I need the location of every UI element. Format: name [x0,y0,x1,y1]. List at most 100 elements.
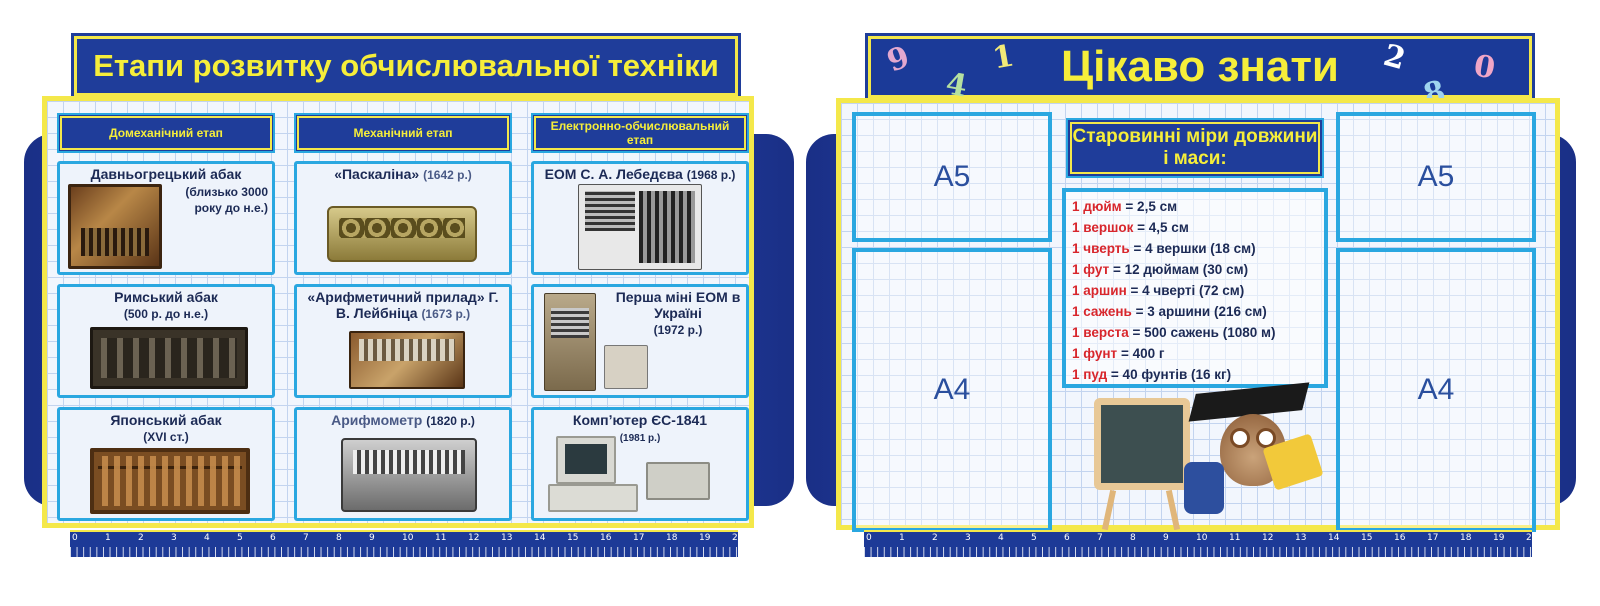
ruler-number: 6 [270,533,276,543]
card-arithmometer: Арифмометр (1820 р.) [294,407,512,521]
ruler-number: 4 [998,533,1004,543]
ruler-number: 10 [1196,533,1208,543]
ruler-number: 11 [435,533,447,543]
measure-row: 1 аршин = 4 чверті (72 см) [1072,283,1245,298]
owl-illustration [1180,382,1330,530]
frame-a4-left: А4 [852,248,1052,532]
ruler-number: 2 [138,533,144,543]
ruler-number: 15 [567,533,579,543]
card-date: (1673 р.) [421,307,471,321]
ruler-number: 13 [1295,533,1307,543]
measure-row: 1 пуд = 40 фунтів (16 кг) [1072,367,1232,382]
right-board [836,98,1560,530]
ruler-number: 9 [369,533,375,543]
frame-a5-left: А5 [852,112,1052,242]
measure-row: 1 фунт = 400 г [1072,346,1165,361]
card-date: (XVI ст.) [143,430,189,444]
column-header-premechanical: Домеханічний етап [57,113,275,153]
ruler-number: 19 [1493,533,1505,543]
es1841-monitor-photo [556,436,616,484]
ruler-number: 9 [1163,533,1169,543]
card-title: Давньогрецький абак [90,166,242,182]
es1841-printer-photo [646,462,710,500]
card-title: Японський абак [110,412,222,428]
measure-row: 1 сажень = 3 аршини (216 см) [1072,304,1267,319]
ruler-number: 7 [1097,533,1103,543]
card-leibniz: «Арифметичний прилад» Г. В. Лейбніца (16… [294,284,512,398]
ruler-number: 14 [1328,533,1340,543]
ruler-number: 1 [899,533,905,543]
ruler-number: 10 [402,533,414,543]
card-lebedev: ЕОМ С. А. Лебедєва (1968 р.) [531,161,749,275]
ruler-number: 18 [666,533,678,543]
measure-row: 1 фут = 12 дюймам (30 см) [1072,262,1249,277]
japanese-abacus-photo [90,448,250,514]
card-roman-abacus: Римський абак (500 р. до н.е.) [57,284,275,398]
right-title-plate: Цікаво знати [868,36,1532,98]
ruler-number: 13 [501,533,513,543]
right-title: Цікаво знати [1061,42,1339,91]
card-date: (1968 р.) [686,168,736,182]
ruler-number: 17 [633,533,645,543]
ruler-number: 18 [1460,533,1472,543]
leibniz-machine-photo [349,331,465,389]
ruler-number: 3 [171,533,177,543]
ruler-number: 20 [732,533,744,543]
ruler-number: 5 [237,533,243,543]
card-greek-abacus: Давньогрецький абак (близько 3000 року д… [57,161,275,275]
card-title: Римський абак [114,289,218,305]
ruler-number: 0 [72,533,78,543]
ruler-number: 8 [1130,533,1136,543]
ruler-number: 11 [1229,533,1241,543]
ruler-number: 0 [866,533,872,543]
card-title: ЕОМ С. А. Лебедєва [544,166,683,182]
card-date: (1972 р.) [653,323,703,337]
lebedev-computer-photo [578,184,702,270]
card-title: Арифмометр [331,412,423,428]
card-date: (близько 3000 року до н.е.) [185,185,268,215]
card-date: (500 р. до н.е.) [123,307,209,321]
ruler-number: 1 [105,533,111,543]
card-title: «Арифметичний прилад» Г. В. Лейбніца [307,289,499,321]
measure-row: 1 вершок = 4,5 см [1072,220,1189,235]
column-header-mechanical: Механічний етап [294,113,512,153]
ruler-number: 8 [336,533,342,543]
card-pascaline: «Паскаліна» (1642 р.) [294,161,512,275]
ruler-number: 2 [932,533,938,543]
ruler-number: 3 [965,533,971,543]
left-title-plate: Етапи розвитку обчислювальної техніки [74,36,738,96]
ruler-number: 20 [1526,533,1538,543]
arithmometer-photo [341,438,477,512]
ruler-number: 12 [1262,533,1274,543]
ruler-number: 19 [699,533,711,543]
left-title: Етапи розвитку обчислювальної техніки [93,48,719,83]
column-header-electronic: Електронно-обчислювальний етап [531,113,749,153]
ruler-number: 17 [1427,533,1439,543]
ruler-number: 5 [1031,533,1037,543]
es1841-system-unit-photo [548,484,638,512]
ruler-number: 15 [1361,533,1373,543]
card-japanese-abacus: Японський абак (XVI ст.) [57,407,275,521]
measures-list: 1 дюйм = 2,5 см 1 вершок = 4,5 см 1 чвер… [1062,188,1328,388]
card-title: «Паскаліна» [334,166,420,182]
card-title: Компʼютер ЄС-1841 [572,412,708,428]
ruler-number: 14 [534,533,546,543]
card-es-1841: Компʼютер ЄС-1841 (1981 р.) [531,407,749,521]
card-date: (1642 р.) [423,168,472,182]
measures-title: Старовинні міри довжини і маси: [1066,118,1324,178]
ruler-number: 16 [1394,533,1406,543]
card-date: (1981 р.) [619,433,661,444]
ruler-number: 16 [600,533,612,543]
mini-computer-desk-photo [604,345,648,389]
pascaline-photo [327,206,477,262]
card-date: (1820 р.) [426,414,475,428]
frame-a5-right: А5 [1336,112,1536,242]
measure-row: 1 чверть = 4 вершки (18 см) [1072,241,1256,256]
ruler-number: 12 [468,533,480,543]
mini-computer-photo [544,293,596,391]
roman-abacus-photo [90,327,248,389]
card-first-mini-computer: Перша міні ЕОМ в Україні (1972 р.) [531,284,749,398]
measure-row: 1 верста = 500 сажень (1080 м) [1072,325,1276,340]
